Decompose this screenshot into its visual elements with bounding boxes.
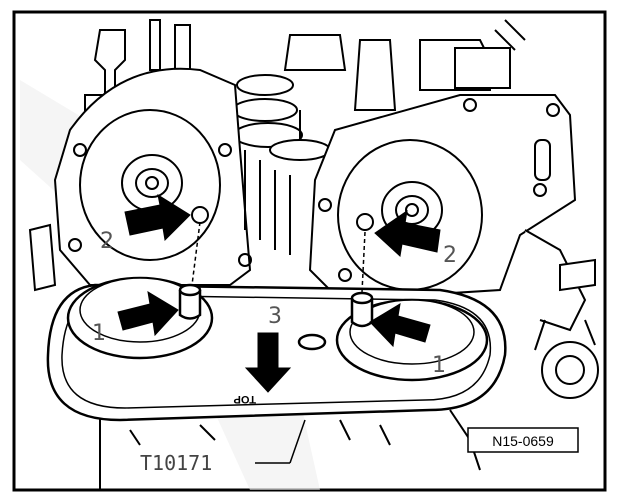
callout-pin-right: 1 — [432, 353, 446, 378]
black-arrow-icon — [117, 193, 441, 393]
callout-cam-right: 2 — [443, 243, 457, 268]
plate-top-marking: TOP — [234, 393, 256, 405]
figure-reference: N15-0659 — [492, 433, 554, 449]
arrow-pin-left — [117, 291, 179, 337]
arrow-cam-right — [374, 209, 441, 257]
callout-cam-left: 2 — [100, 229, 114, 254]
tool-leader-diagonal — [289, 419, 306, 464]
tool-number-label: T10171 — [140, 451, 212, 475]
figure-reference-box — [467, 427, 579, 453]
alignment-line-right — [361, 231, 366, 293]
callout-plate-arrow: 3 — [268, 304, 282, 329]
callout-pin-left: 1 — [92, 321, 106, 346]
arrow-plate — [244, 332, 292, 393]
arrow-cam-left — [124, 193, 191, 242]
arrow-pin-right — [369, 303, 431, 348]
alignment-line-left — [191, 221, 201, 286]
engine-block — [28, 19, 599, 490]
